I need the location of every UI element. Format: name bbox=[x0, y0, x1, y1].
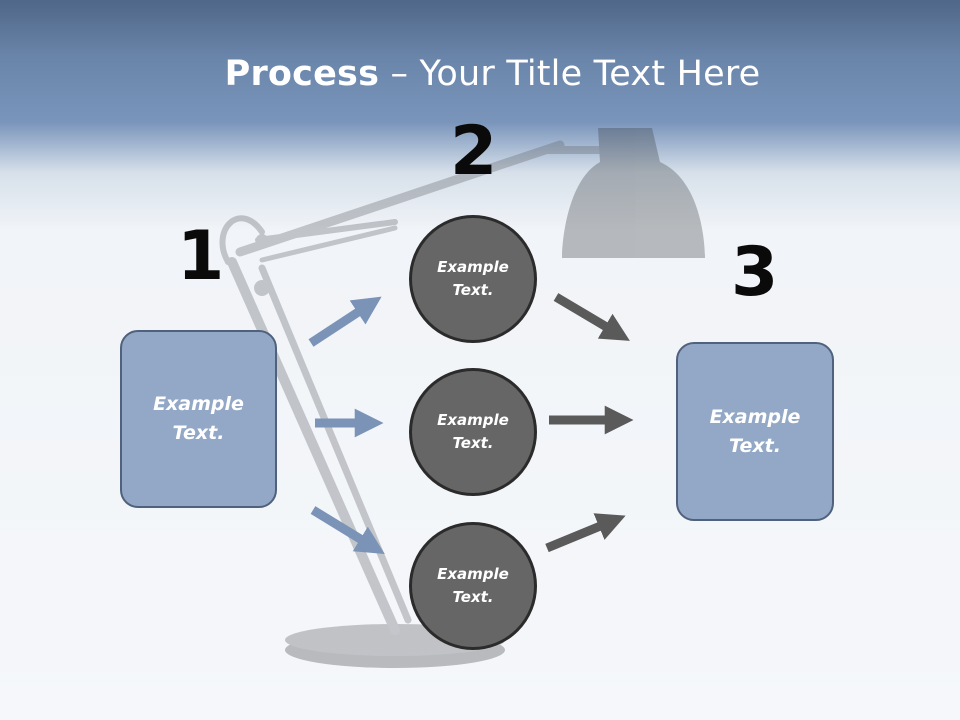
step-number-3: 3 bbox=[731, 233, 779, 312]
circle-2-text: Example Text. bbox=[437, 411, 509, 452]
step-number-1: 1 bbox=[177, 217, 225, 296]
right-text-box[interactable]: Example Text. bbox=[676, 342, 834, 521]
title-rest-part: – Your Title Text Here bbox=[379, 54, 761, 94]
arrow-left-to-circle-1 bbox=[308, 296, 382, 347]
left-box-text: Example Text. bbox=[153, 393, 244, 444]
arrow-circle-3-to-right bbox=[545, 513, 626, 553]
process-circle-3[interactable]: Example Text. bbox=[409, 522, 537, 650]
process-circle-2[interactable]: Example Text. bbox=[409, 368, 537, 496]
step-number-2: 2 bbox=[450, 112, 498, 191]
title-bold-part: Process bbox=[224, 54, 380, 94]
circle-3-text: Example Text. bbox=[437, 565, 509, 606]
slide-title: Process – Your Title Text Here bbox=[0, 52, 960, 96]
circle-1-text: Example Text. bbox=[437, 258, 509, 299]
arrow-circle-1-to-right bbox=[553, 293, 630, 341]
right-box-text: Example Text. bbox=[709, 405, 801, 457]
left-text-box[interactable]: Example Text. bbox=[120, 330, 277, 508]
arrow-left-to-circle-3 bbox=[310, 506, 385, 555]
process-circle-1[interactable]: Example Text. bbox=[409, 215, 537, 343]
